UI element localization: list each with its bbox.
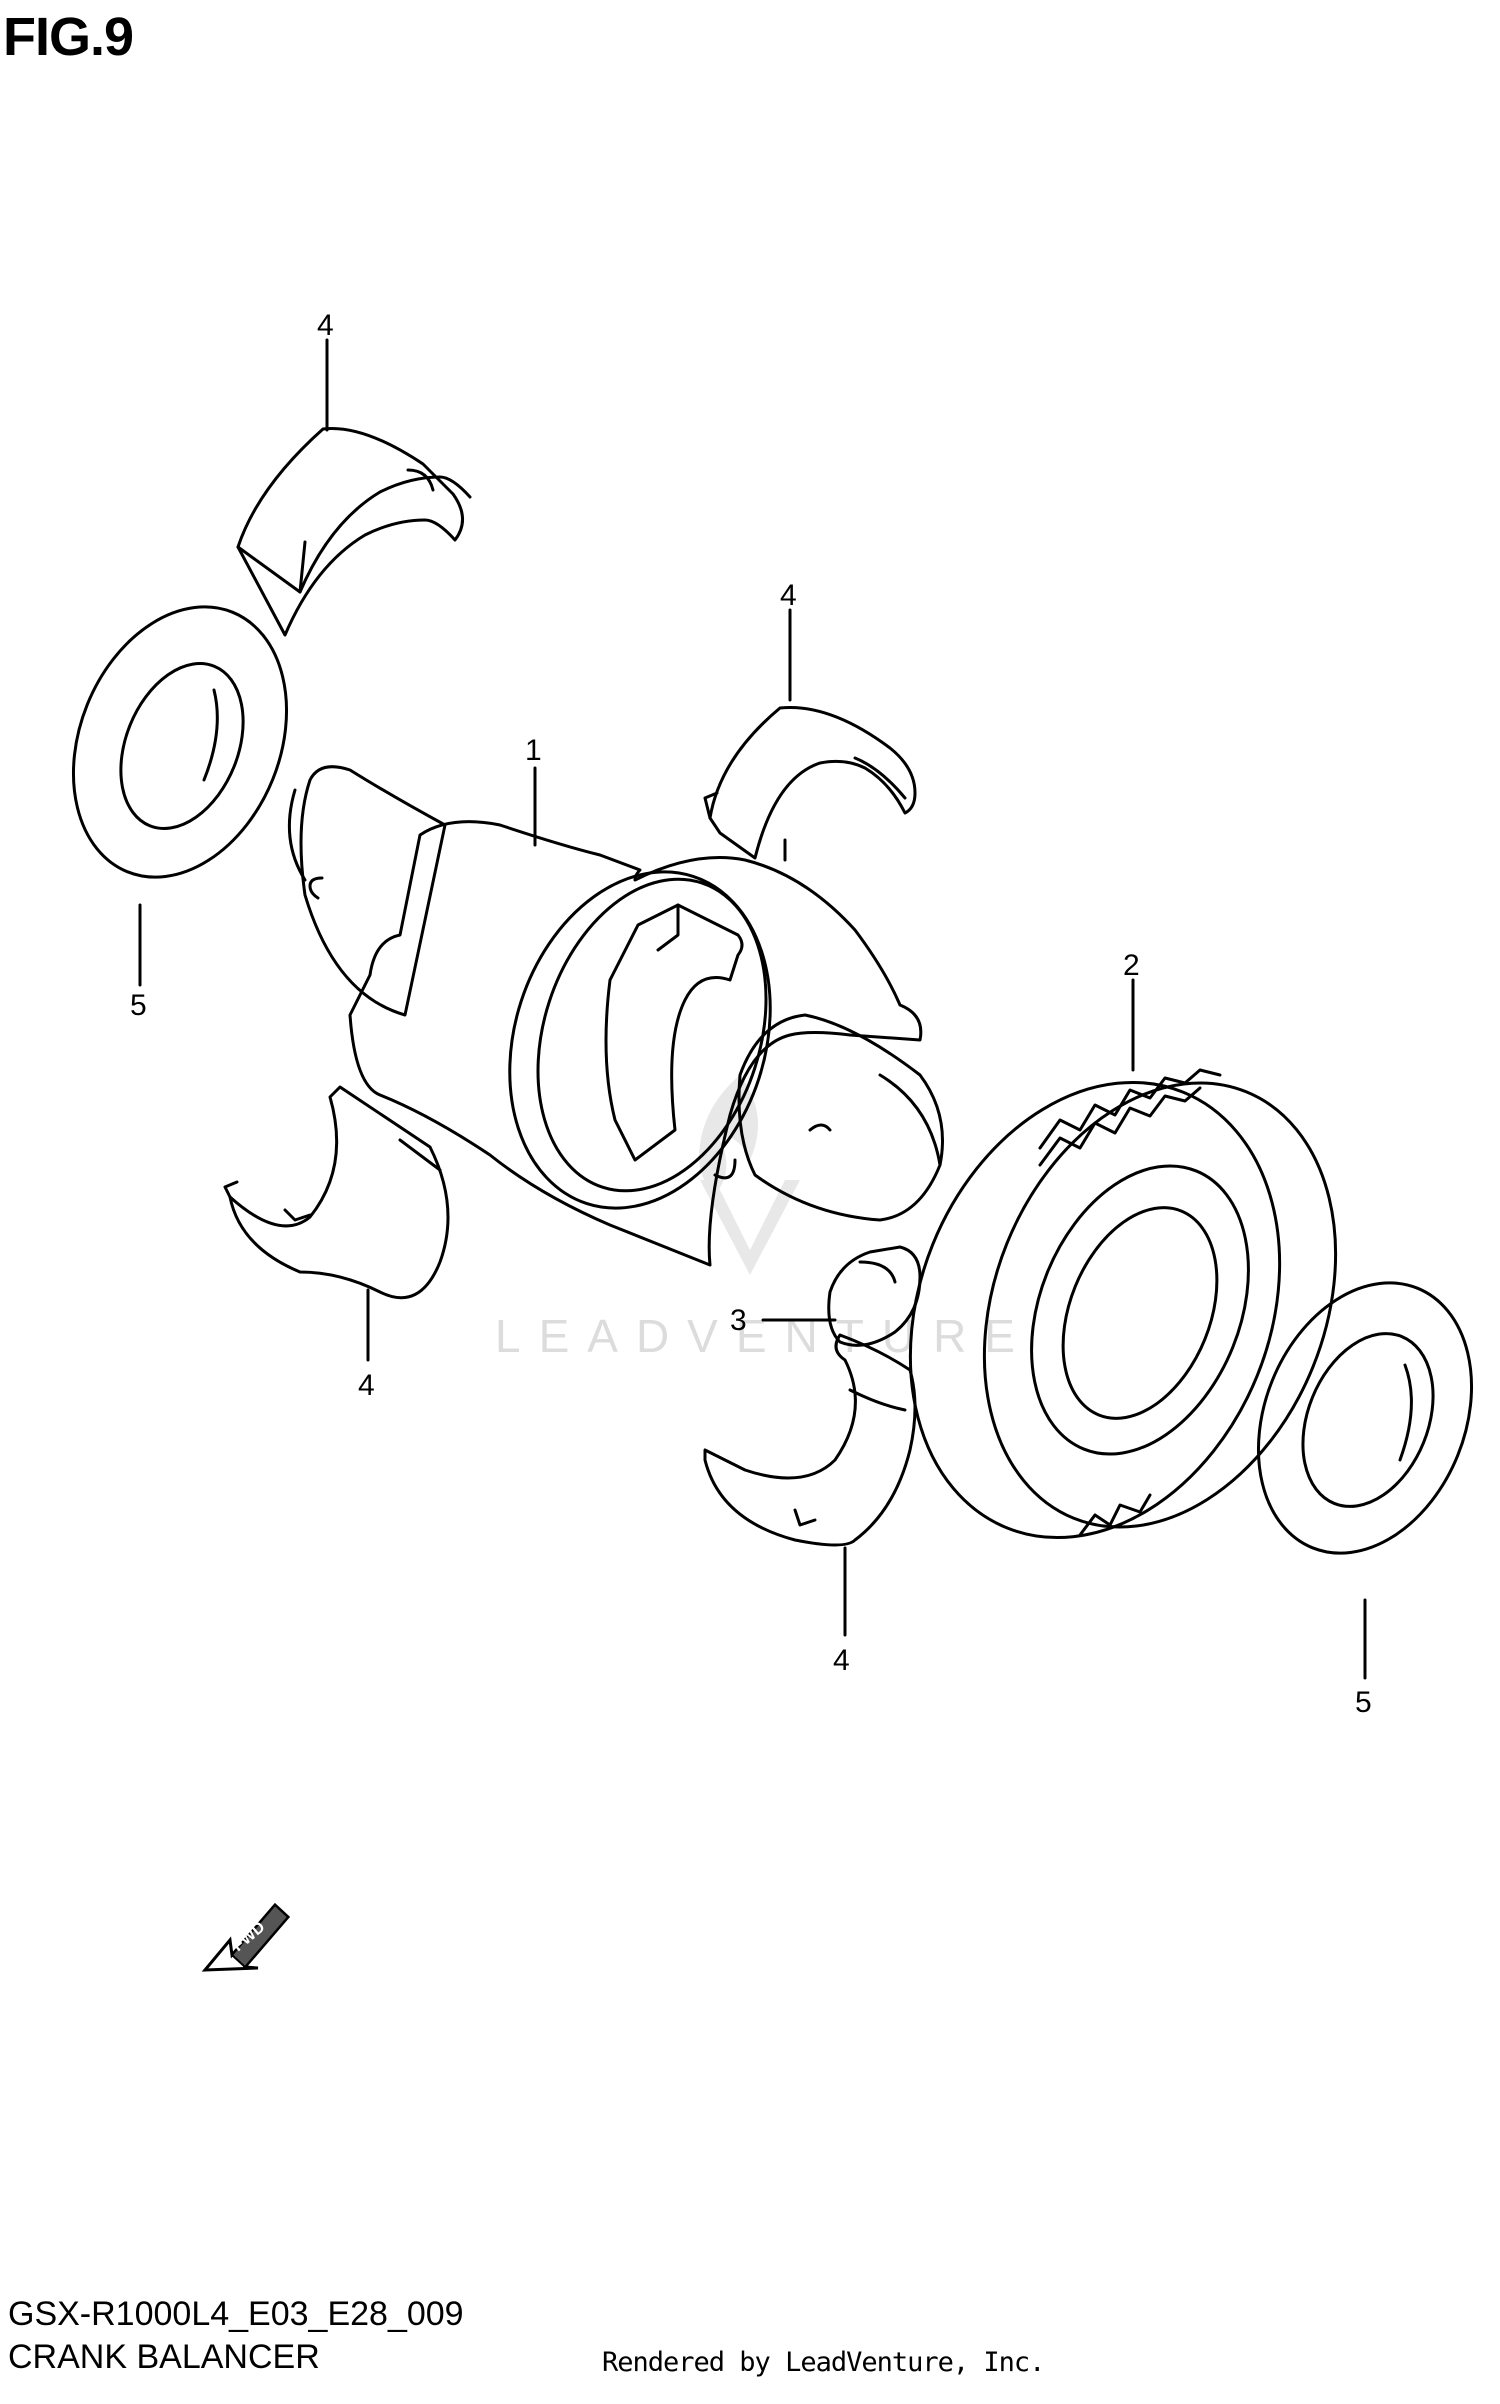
callout-2: 2 <box>1123 949 1140 982</box>
watermark-text: LEADVENTURE <box>495 1310 1033 1362</box>
callout-4-top-left: 4 <box>317 309 334 342</box>
leader-lines <box>138 338 1367 1680</box>
bearing-shell-bottom-right <box>703 1333 917 1547</box>
callout-4-bottom-left: 4 <box>358 1369 375 1402</box>
section-name: CRANK BALANCER <box>8 2338 320 2376</box>
balancer-shaft <box>287 765 944 1267</box>
render-credit: Rendered by LeadVenture, Inc. <box>602 2347 1045 2378</box>
fwd-arrow-icon: FWD <box>201 1902 291 1972</box>
callout-3: 3 <box>730 1304 747 1337</box>
bearing-shell-top-right <box>703 706 917 862</box>
callout-5-right: 5 <box>1355 1686 1372 1719</box>
thrust-washer-left <box>71 605 289 879</box>
callout-4-bottom-right: 4 <box>833 1644 850 1677</box>
leadventure-watermark: LEADVENTURE <box>495 1075 1033 1362</box>
model-code: GSX-R1000L4_E03_E28_009 <box>8 2295 464 2333</box>
callout-1: 1 <box>525 734 542 767</box>
bearing-shell-top-left <box>236 426 472 637</box>
callout-5-left: 5 <box>130 989 147 1022</box>
figure-title: FIG.9 <box>3 7 134 67</box>
balancer-driven-gear <box>908 1068 1338 1540</box>
callout-4-top-right: 4 <box>780 579 797 612</box>
thrust-washer-right <box>1256 1281 1474 1555</box>
bearing-shell-bottom-left <box>223 1085 450 1300</box>
